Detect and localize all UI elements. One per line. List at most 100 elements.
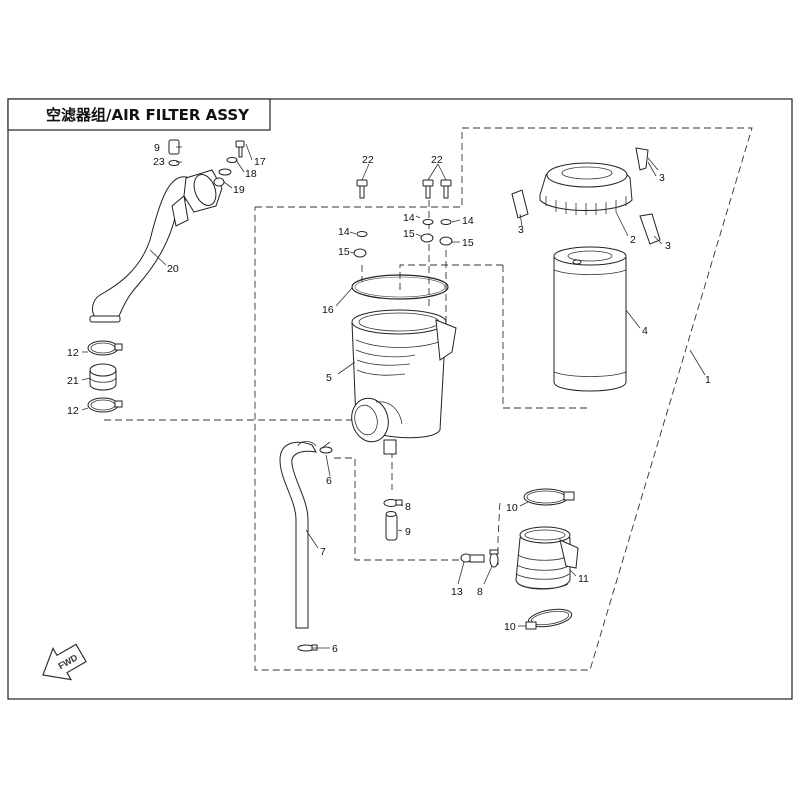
callout-23: 23 [153, 156, 165, 168]
filter-cover-part-2 [539, 162, 633, 215]
callout-22: 22 [431, 154, 443, 166]
callout-22: 22 [362, 154, 374, 166]
nut-part-15 [353, 248, 367, 258]
leader-line [653, 235, 663, 245]
valve-part-13 [460, 553, 485, 563]
callout-1: 1 [705, 374, 711, 386]
callout-13: 13 [451, 586, 463, 598]
clamp-part-6-upper [319, 441, 333, 454]
callout-5: 5 [326, 372, 332, 384]
callout-8: 8 [477, 586, 483, 598]
connection-line [497, 499, 501, 565]
callout-18: 18 [245, 168, 257, 180]
leader-line [457, 561, 465, 585]
leader-line [415, 233, 422, 237]
fwd-arrow-icon: FWD [42, 643, 87, 681]
leader-line [689, 349, 706, 376]
plug-part-9-mid [385, 511, 398, 541]
clamp-part-8-low [489, 549, 499, 568]
leader-line [223, 181, 233, 189]
callout-10: 10 [504, 621, 516, 633]
seal-ring-part-16 [351, 274, 449, 300]
callout-8: 8 [405, 501, 411, 513]
callout-3: 3 [518, 224, 524, 236]
bolt-part-22-right [440, 179, 452, 199]
leader-line [399, 504, 404, 507]
callout-14: 14 [403, 212, 415, 224]
clamp-part-10-upper [523, 488, 575, 506]
clamp-part-8-mid [383, 499, 403, 507]
clamp-part-12-lower [87, 397, 123, 413]
leader-line [397, 529, 403, 532]
washer-part-14 [356, 231, 368, 237]
leader-line [483, 565, 493, 585]
leader-line [519, 213, 523, 227]
connection-line [502, 265, 588, 409]
leader-line [615, 211, 629, 237]
callout-10: 10 [506, 502, 518, 514]
connection-line [399, 264, 503, 290]
leader-line [235, 159, 245, 173]
nut-part-15 [420, 233, 434, 243]
callout-9: 9 [405, 526, 411, 538]
outer-frame [7, 98, 793, 700]
callout-6: 6 [326, 475, 332, 487]
callout-15: 15 [462, 237, 474, 249]
leader-line [361, 163, 370, 181]
intake-hose-part-20 [89, 169, 223, 323]
callout-11: 11 [578, 573, 589, 585]
callout-3: 3 [659, 172, 665, 184]
callout-21: 21 [67, 375, 79, 387]
callout-12: 12 [67, 405, 79, 417]
intake-bellows-part-11 [515, 526, 579, 590]
leader-line [149, 249, 167, 266]
clamp-part-10-lower [525, 608, 573, 630]
callout-4: 4 [642, 325, 648, 337]
leader-line [415, 215, 421, 219]
bolt-part-22-mid [422, 179, 434, 199]
fasteners-17-18-19 [213, 140, 245, 187]
leader-line [451, 219, 461, 223]
diagram-title: 空滤器组/AIR FILTER ASSY [46, 106, 250, 124]
connection-line [334, 457, 465, 561]
callout-12: 12 [67, 347, 79, 359]
leader-line [81, 407, 89, 411]
assembly-boundary [254, 127, 753, 671]
leader-line [647, 161, 657, 177]
callout-16: 16 [322, 304, 334, 316]
leader-line [569, 569, 577, 577]
clamp-part-6-lower [297, 644, 318, 652]
filter-element-part-4 [553, 246, 627, 392]
callout-9: 9 [154, 142, 160, 154]
leader-line [305, 529, 319, 549]
seal-ring-inner [354, 276, 446, 298]
leader-line [349, 231, 357, 235]
clip-part-3 [511, 189, 529, 219]
callout-6: 6 [332, 643, 338, 655]
callout-7: 7 [320, 546, 326, 558]
leader-line [349, 251, 355, 254]
drain-hose-part-7 [279, 441, 317, 629]
washer-part-14 [440, 219, 452, 225]
leader-line [325, 454, 331, 477]
callout-15: 15 [403, 228, 415, 240]
callout-3: 3 [665, 240, 671, 252]
callout-14: 14 [462, 215, 474, 227]
callout-14: 14 [338, 226, 350, 238]
leader-line [245, 143, 253, 161]
leader-line [81, 377, 91, 381]
leader-line [427, 163, 439, 181]
clip-part-3 [635, 147, 659, 171]
coupler-part-21 [89, 363, 117, 391]
filter-housing-part-5 [351, 309, 457, 455]
leader-line [625, 309, 641, 329]
nut-part-15 [439, 236, 453, 246]
title-box [7, 98, 271, 131]
clamp-part-12-upper [87, 340, 123, 356]
washer-part-14 [422, 219, 434, 225]
bolt-part-22-left [356, 179, 368, 199]
leader-line [437, 163, 447, 181]
callout-17: 17 [254, 156, 266, 168]
callout-20: 20 [167, 263, 179, 275]
leader-line [337, 361, 356, 375]
